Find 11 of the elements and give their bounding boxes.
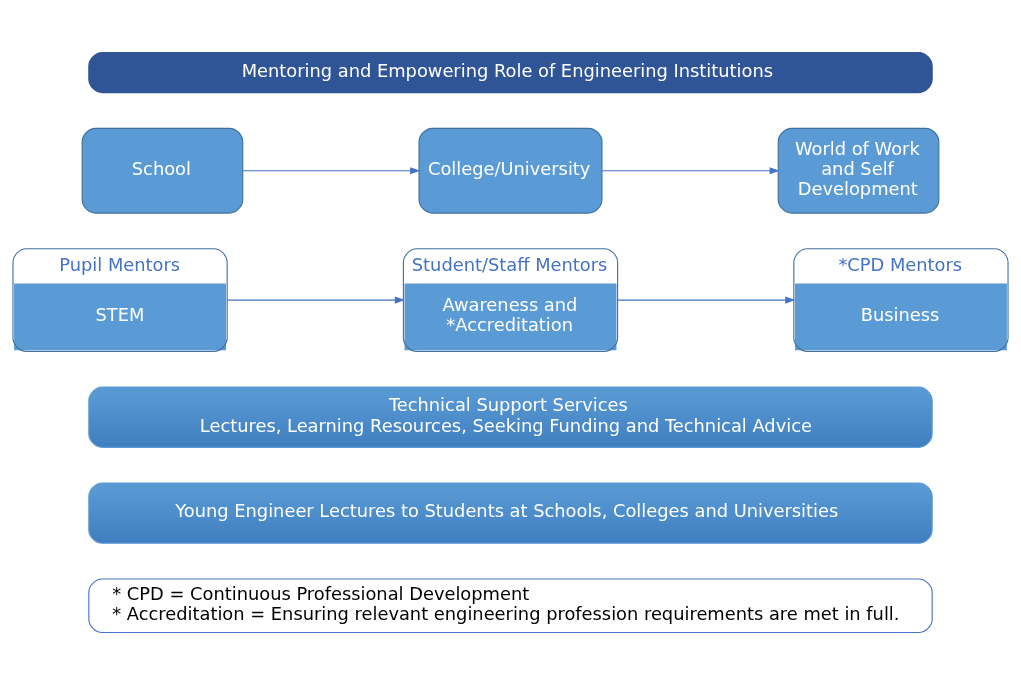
node-box: * CPD = Continuous Professional Development * Accreditation = Ensuring relevant engineering profession requirements are met in full. (88, 577, 933, 633)
arrow (617, 296, 796, 304)
node-box: Technical Support Services Lectures, Learning Resources, Seeking Funding and Technical Advice (88, 386, 933, 448)
node-box: Mentoring and Empowering Role of Engineering Institutions (88, 51, 933, 93)
node-box: World of Work and Self Development (777, 127, 940, 214)
node-box: Young Engineer Lectures to Students at Schools, Colleges and Universities (88, 482, 933, 544)
arrow (601, 166, 780, 174)
node-box: College/University (418, 127, 603, 214)
arrow (242, 166, 421, 174)
arrow (226, 296, 405, 304)
node-box: School (81, 127, 244, 214)
